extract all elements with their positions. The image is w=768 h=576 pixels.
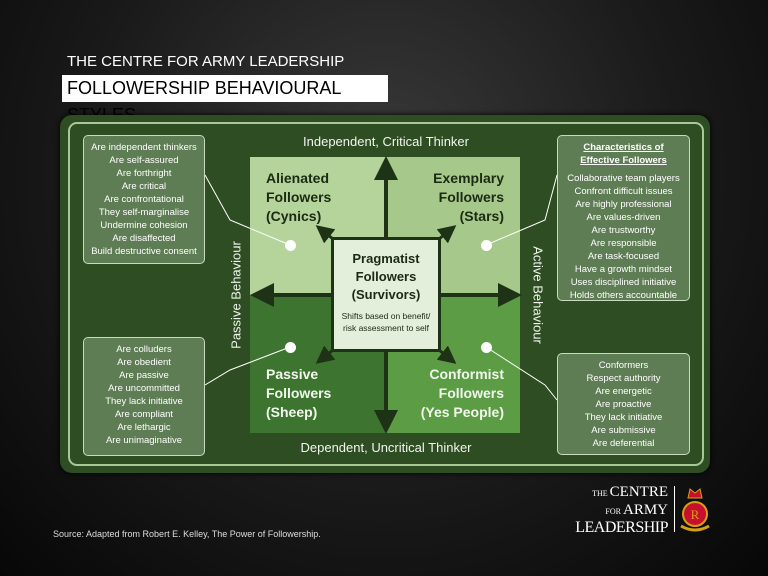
trait-item: Are energetic <box>595 386 652 397</box>
traits-heading: Characteristics of <box>583 142 664 153</box>
trait-item: Uses disciplined initiative <box>570 277 677 288</box>
axis-bottom-label: Dependent, Uncritical Thinker <box>300 440 472 455</box>
trait-item: Are colluders <box>116 344 172 355</box>
dot-passive <box>285 342 296 353</box>
label-line: Conformist <box>429 366 504 382</box>
source-citation: Source: Adapted from Robert E. Kelley, T… <box>53 529 321 539</box>
trait-item: Are deferential <box>592 438 655 449</box>
label-line: (Survivors) <box>351 287 421 302</box>
trait-item: Are self-assured <box>109 155 179 166</box>
royal-crest-icon: R <box>680 488 710 532</box>
trait-item: Are passive <box>119 370 169 381</box>
trait-item: Confront difficult issues <box>574 186 673 197</box>
center-note: Shifts based on benefit/ risk assessment… <box>341 311 431 333</box>
label-line: Followers <box>266 189 332 205</box>
trait-item: Are compliant <box>114 409 174 420</box>
trait-item: Respect authority <box>586 373 661 384</box>
trait-item: They lack initiative <box>105 396 183 407</box>
trait-item: Are responsible <box>590 238 657 249</box>
trait-item: Are confrontational <box>104 194 184 205</box>
trait-item: Are forthright <box>116 168 172 179</box>
label-line: Alienated <box>266 170 330 186</box>
trait-item: Are independent thinkers <box>91 142 197 153</box>
axis-right-label: Active Behaviour <box>530 246 546 344</box>
trait-item: Are submissive <box>591 425 656 436</box>
trait-item: Build destructive consent <box>91 246 197 257</box>
dot-alienated <box>285 240 296 251</box>
label-line: Pragmatist <box>352 251 420 266</box>
diagram-border <box>68 122 704 466</box>
trait-item: Are values-driven <box>586 212 661 223</box>
connector-passive <box>204 346 291 386</box>
trait-item: Are obedient <box>117 357 171 368</box>
trait-item: Are task-focused <box>587 251 660 262</box>
traits-box-exemplary: Characteristics of Effective Followers C… <box>557 135 690 301</box>
trait-item: Conformers <box>598 360 649 371</box>
organisation-name: THE CENTRE FOR ARMY LEADERSHIP <box>67 53 345 70</box>
trait-item: Are highly professional <box>575 199 672 210</box>
trait-item: Are uncommitted <box>108 383 180 394</box>
trait-item: Are unimaginative <box>105 435 183 446</box>
label-line: Exemplary <box>433 170 504 186</box>
dot-exemplary <box>481 240 492 251</box>
trait-item: Are trustworthy <box>591 225 656 236</box>
label-line: Followers <box>438 385 504 401</box>
trait-item: Holds others accountable <box>569 290 678 301</box>
label-line: (Sheep) <box>266 404 318 420</box>
trait-item: Are proactive <box>595 399 652 410</box>
dot-conformist <box>481 342 492 353</box>
page-title: FOLLOWERSHIP BEHAVIOURAL STYLES <box>62 75 388 125</box>
label-line: Passive <box>266 366 319 382</box>
trait-item: Are disaffected <box>112 233 176 244</box>
trait-item: Are critical <box>121 181 167 192</box>
trait-item: Collaborative team players <box>567 173 680 184</box>
trait-item: They self-marginalise <box>98 207 190 218</box>
connector-exemplary <box>485 174 558 246</box>
connector-alienated <box>204 174 291 246</box>
connector-conformist <box>485 346 558 401</box>
label-line: Followers <box>355 269 417 284</box>
trait-item: Are lethargic <box>117 422 171 433</box>
trait-item: Have a growth mindset <box>574 264 673 275</box>
axis-left-label: Passive Behaviour <box>228 241 244 349</box>
axis-top-label: Independent, Critical Thinker <box>303 134 469 149</box>
trait-item: Undermine cohesion <box>100 220 188 231</box>
centre-for-army-leadership-logo: THE CENTRE FOR ARMY LEADERSHIP R <box>572 484 712 536</box>
label-line: (Yes People) <box>420 404 504 420</box>
label-line: (Cynics) <box>266 208 322 224</box>
label-line: Followers <box>266 385 332 401</box>
label-line: (Stars) <box>459 208 504 224</box>
trait-item: They lack initiative <box>584 412 663 423</box>
label-line: Followers <box>438 189 504 205</box>
traits-heading: Effective Followers <box>580 155 667 166</box>
svg-text:R: R <box>691 507 700 522</box>
